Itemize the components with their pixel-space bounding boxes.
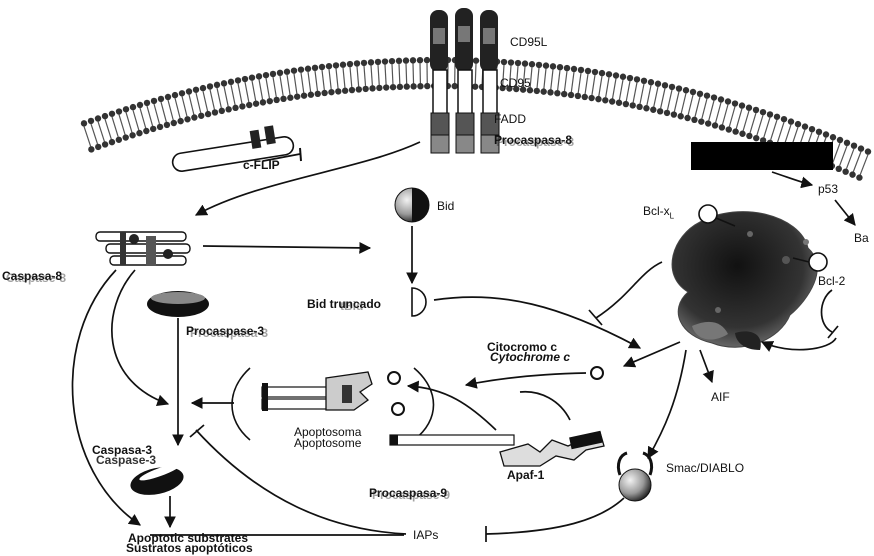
iaps-label: IAPs	[413, 529, 438, 541]
caspase8-complex	[96, 232, 190, 266]
cflip-protein	[171, 125, 301, 172]
procaspase3-label-b: Procaspasa-3	[190, 327, 268, 339]
procaspase8-top-overlay-label: Procaspase-8	[496, 136, 574, 148]
tbid-protein	[412, 288, 426, 316]
p53-label: p53	[818, 183, 838, 195]
bax-label: Ba	[854, 232, 869, 244]
tbid-label-b: tBid	[340, 300, 363, 312]
redacted-box	[691, 142, 833, 170]
procaspase9-protein	[390, 435, 514, 445]
smac-diablo-protein	[618, 453, 651, 501]
cd95l-label: CD95L	[510, 36, 547, 48]
bcl2-label: Bcl-2	[818, 275, 845, 287]
smac-diablo-label: Smac/DIABLO	[666, 462, 744, 474]
apaf1-label: Apaf-1	[507, 469, 544, 481]
procaspase3-protein	[147, 291, 209, 317]
cflip-label: c-FLIP	[243, 159, 280, 171]
bclxl-label: Bcl-xL	[643, 205, 674, 220]
fadd-label: FADD	[494, 113, 526, 125]
cd95-label: CD95	[500, 77, 531, 89]
substrates-label-b: Sustratos apoptóticos	[126, 542, 253, 554]
apoptosome-label-b: Apoptosome	[294, 437, 361, 449]
apaf1-protein	[500, 431, 604, 466]
procaspase9-label-b: Procaspase-9	[372, 489, 450, 501]
caspase3-label-b: Caspase-3	[96, 454, 156, 466]
aif-label: AIF	[711, 391, 730, 403]
caspase8-label-b: Caspase-8	[6, 272, 66, 284]
mitochondrion	[672, 205, 827, 350]
bid-protein	[395, 188, 429, 222]
cytochrome-c	[591, 367, 603, 379]
bid-label: Bid	[437, 200, 454, 212]
cytochrome-c-label-b: Cytochrome c	[490, 351, 570, 363]
cd95-receptor-complex	[430, 8, 499, 153]
